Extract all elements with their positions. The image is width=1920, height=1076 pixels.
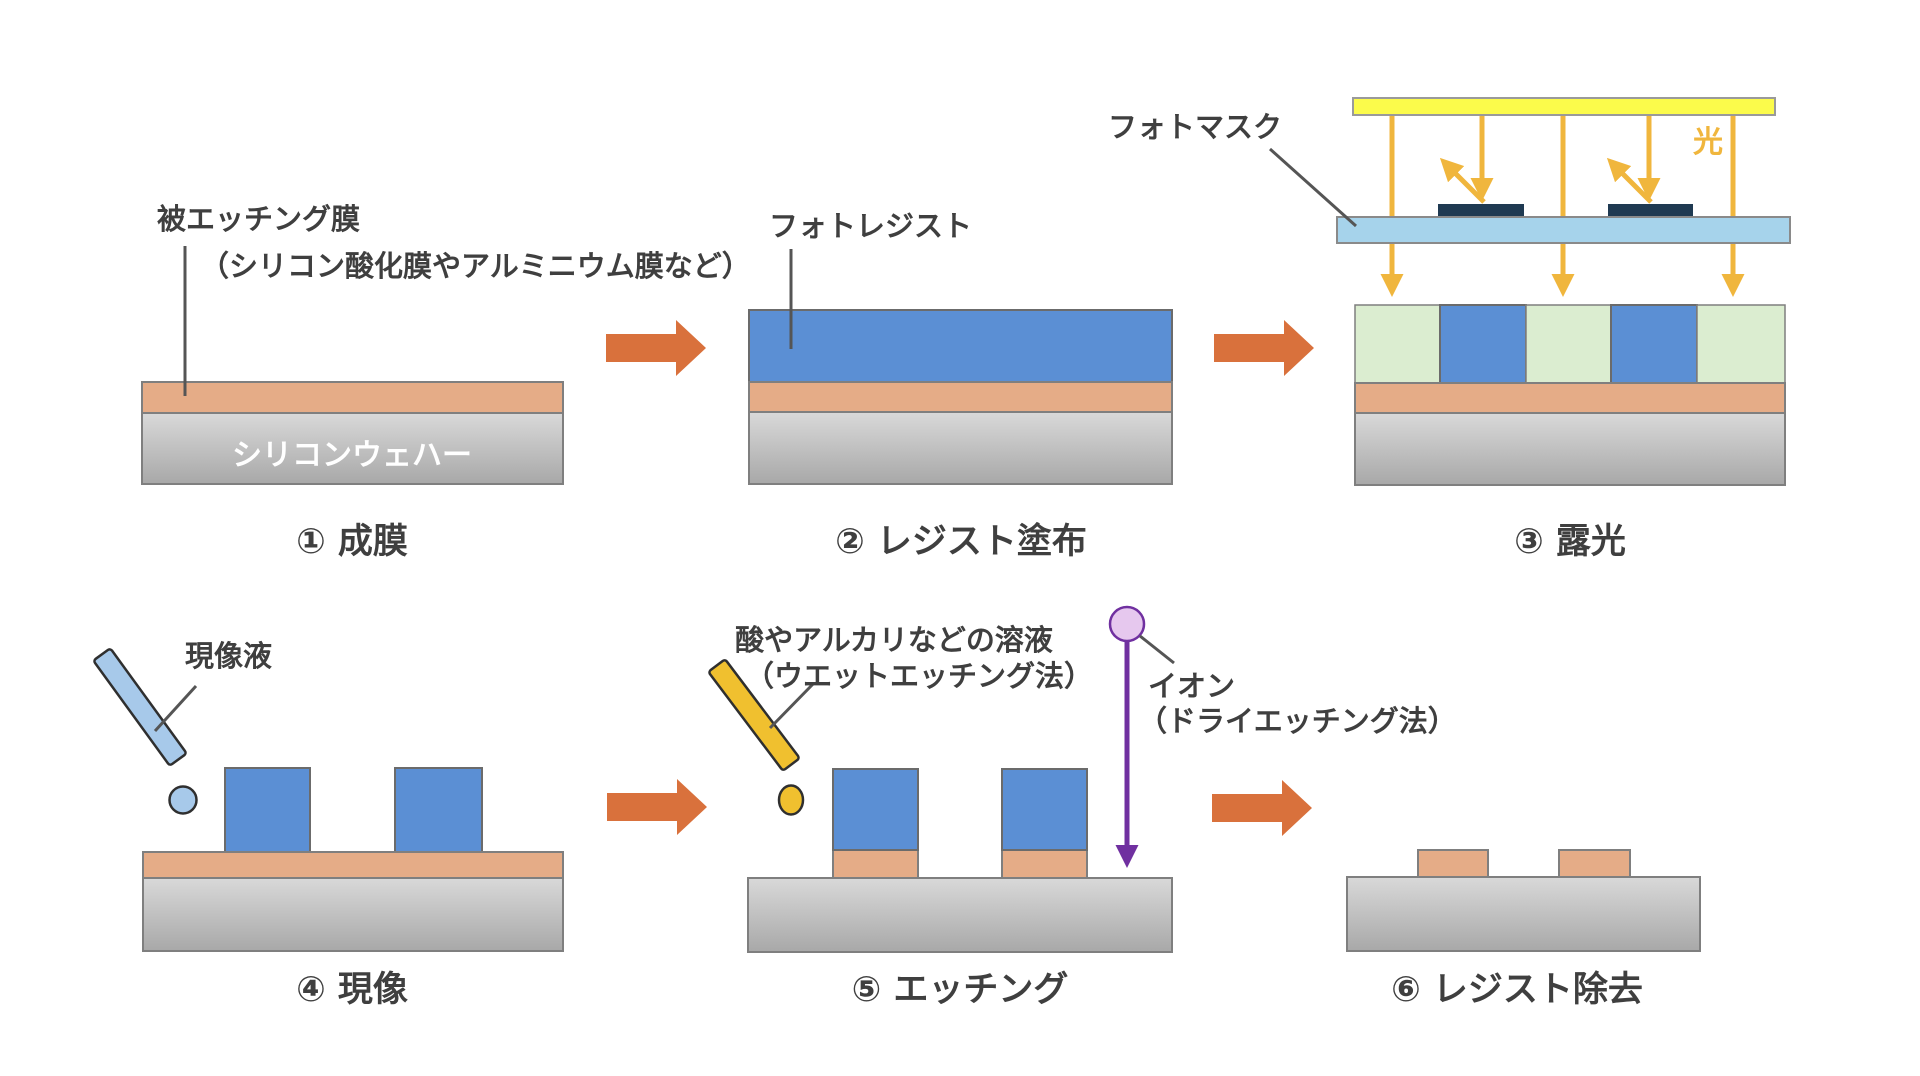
photomask-plate	[1336, 216, 1791, 244]
etched-film-label-line2: （シリコン酸化膜やアルミニウム膜など）	[200, 249, 751, 283]
step6-silicon-wafer	[1346, 876, 1701, 952]
etchant-label-line1: 酸やアルカリなどの溶液	[735, 623, 1053, 657]
step5-film-pedestal-2	[1001, 849, 1088, 879]
step5-film-pedestal-1	[832, 849, 919, 879]
exposed-resist-1	[1354, 304, 1441, 384]
ion-label-line2: （ドライエッチング法）	[1138, 704, 1457, 738]
ion-leader-line	[1139, 634, 1175, 665]
ion-particle	[1108, 605, 1146, 643]
arrow-step2-to-step3	[1214, 320, 1314, 376]
step6-film-block-1	[1417, 849, 1489, 878]
light-label: 光	[1693, 125, 1723, 160]
reflected-ray-2	[1606, 157, 1653, 204]
step3-etched-film-layer	[1354, 382, 1786, 414]
silicon-wafer-label: シリコンウェハー	[232, 438, 472, 473]
etchant-droplet	[777, 784, 805, 816]
etched-film-label-line1: 被エッチング膜	[157, 202, 360, 236]
unexposed-resist-2	[1610, 304, 1698, 384]
step5-silicon-wafer	[747, 877, 1173, 953]
etchant-nozzle	[708, 659, 800, 771]
photomask-leader-line	[1268, 147, 1358, 228]
step5-caption: ⑤ エッチング	[852, 970, 1069, 1010]
step5-resist-block-2	[1001, 768, 1088, 851]
step3-caption: ③ 露光	[1514, 522, 1626, 562]
step4-resist-block-2	[394, 767, 483, 853]
arrow-step1-to-step2	[606, 320, 706, 376]
step3-exposure: 光 フォトマスク ③ 露光	[1108, 97, 1791, 562]
etchant-label-line2: （ウエットエッチング法）	[745, 659, 1093, 693]
step2-photoresist-layer	[748, 309, 1173, 383]
photoresist-label: フォトレジスト	[769, 209, 972, 243]
photomask-label: フォトマスク	[1108, 110, 1282, 144]
step2-etched-film-layer	[748, 381, 1173, 413]
step4-silicon-wafer	[142, 877, 564, 952]
arrow-step5-to-step6	[1212, 780, 1312, 836]
step4-etched-film-layer	[142, 851, 564, 879]
ion-label-line1: イオン	[1148, 669, 1235, 703]
step6-caption: ⑥ レジスト除去	[1391, 970, 1643, 1010]
developer-label: 現像液	[185, 639, 272, 673]
step1-silicon-wafer	[141, 412, 564, 485]
arrow-step4-to-step5	[607, 779, 707, 835]
step6-film-block-2	[1558, 849, 1631, 878]
step3-silicon-wafer	[1354, 412, 1786, 486]
step4-resist-block-1	[224, 767, 311, 853]
etchant-leader-line	[768, 681, 816, 730]
light-source-bar	[1352, 97, 1776, 116]
step2-caption: ② レジスト塗布	[835, 521, 1087, 562]
mask-pattern-block-2	[1608, 204, 1693, 217]
reflected-ray-1	[1439, 157, 1486, 204]
step1-caption: ① 成膜	[296, 522, 408, 562]
exposed-resist-2	[1525, 304, 1612, 384]
step6-resist-removal: ⑥ レジスト除去	[1346, 849, 1701, 1010]
step2-resist-coating: フォトレジスト ② レジスト塗布	[748, 209, 1173, 562]
step4-caption: ④ 現像	[296, 970, 408, 1010]
developer-leader-line	[153, 684, 198, 733]
exposed-resist-3	[1696, 304, 1786, 384]
step5-etching: 酸やアルカリなどの溶液 （ウエットエッチング法） イオン （ドライエッチング法）…	[708, 605, 1457, 1010]
unexposed-resist-1	[1439, 304, 1527, 384]
developer-droplet	[168, 785, 198, 815]
step1-deposition: シリコンウェハー 被エッチング膜 （シリコン酸化膜やアルミニウム膜など） ① 成…	[141, 202, 751, 562]
step4-development: 現像液 ④ 現像	[93, 639, 564, 1010]
step5-resist-block-1	[832, 768, 919, 851]
step1-etched-film-layer	[141, 381, 564, 414]
step2-silicon-wafer	[748, 411, 1173, 485]
developer-nozzle	[93, 648, 187, 766]
mask-pattern-block-1	[1438, 204, 1524, 217]
